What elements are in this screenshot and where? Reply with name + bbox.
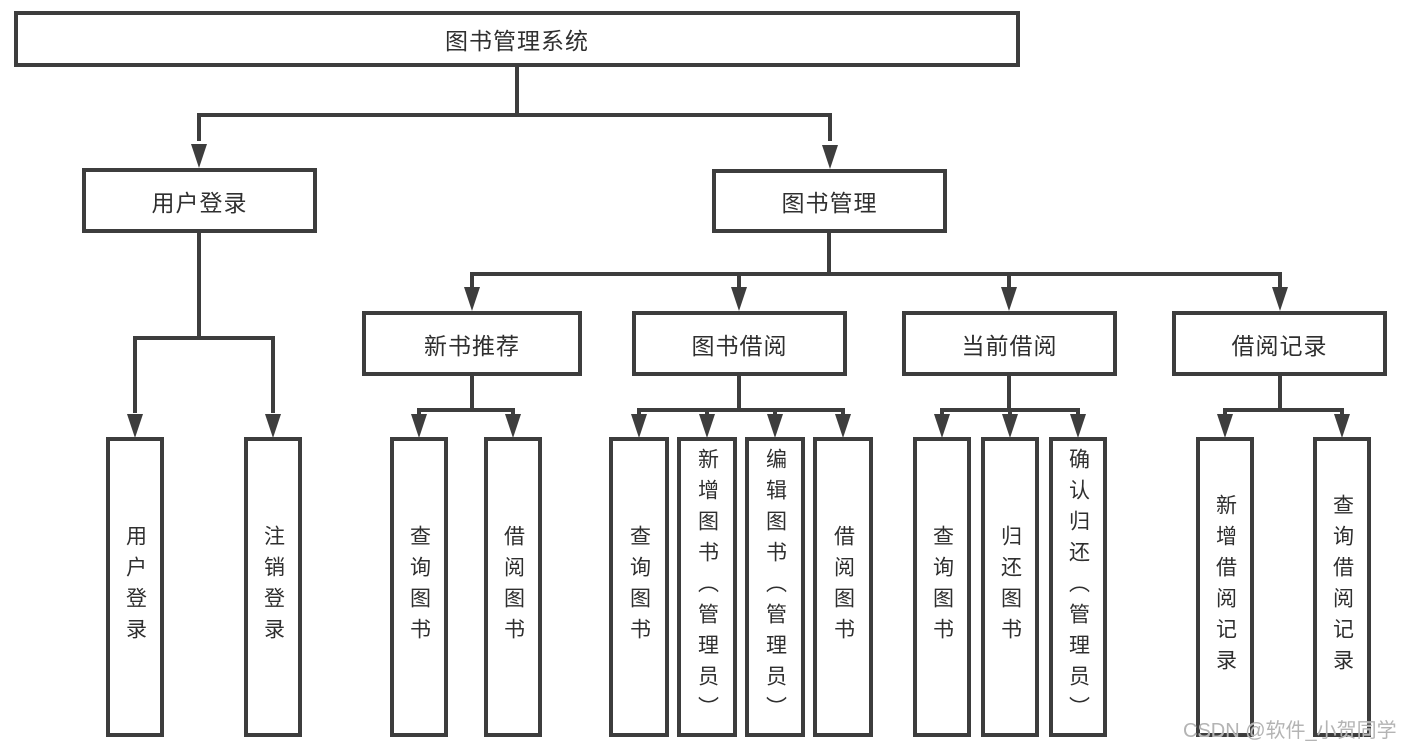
arrow-down-icon xyxy=(835,414,851,438)
connector-line xyxy=(417,408,421,416)
connector-line xyxy=(828,113,832,141)
connector-line xyxy=(470,272,1282,276)
leaf-label: 查询图书 xyxy=(930,525,954,649)
connector-line xyxy=(1007,272,1011,288)
connector-line xyxy=(773,408,777,416)
arrow-down-icon xyxy=(127,414,143,438)
connector-line xyxy=(1007,376,1011,410)
arrow-down-icon xyxy=(1002,414,1018,438)
leaf-add-borrow-record: 新增借阅记录 xyxy=(1196,437,1254,737)
node-borrowing-records: 借阅记录 xyxy=(1172,311,1387,376)
leaf-label: 新增图书（管理员） xyxy=(695,447,719,727)
connector-line xyxy=(827,233,831,276)
arrow-down-icon xyxy=(1272,287,1288,311)
node-label: 用户登录 xyxy=(151,189,248,216)
leaf-label: 归还图书 xyxy=(998,525,1022,649)
leaf-query-books-recommend: 查询图书 xyxy=(390,437,448,737)
connector-line xyxy=(133,336,137,413)
connector-line xyxy=(470,376,474,410)
node-book-borrowing: 图书借阅 xyxy=(632,311,847,376)
connector-line xyxy=(1008,408,1012,416)
connector-line xyxy=(1223,408,1227,416)
arrow-down-icon xyxy=(631,414,647,438)
node-label: 借阅记录 xyxy=(1231,332,1328,359)
leaf-borrow-books-recommend: 借阅图书 xyxy=(484,437,542,737)
connector-line xyxy=(417,408,515,412)
connector-line xyxy=(133,336,275,340)
leaf-query-books-current: 查询图书 xyxy=(913,437,971,737)
arrow-down-icon xyxy=(1070,414,1086,438)
leaf-label: 注销登录 xyxy=(261,525,285,649)
connector-line xyxy=(271,336,275,413)
node-label: 图书管理 xyxy=(781,190,878,216)
leaf-query-books-borrowing: 查询图书 xyxy=(609,437,669,737)
leaf-label: 查询借阅记录 xyxy=(1330,494,1354,680)
arrow-down-icon xyxy=(464,287,480,311)
arrow-down-icon xyxy=(934,414,950,438)
node-label: 图书借阅 xyxy=(691,332,788,359)
leaf-confirm-return-admin: 确认归还（管理员） xyxy=(1049,437,1107,737)
connector-line xyxy=(197,113,201,141)
connector-line xyxy=(1223,408,1344,412)
connector-line xyxy=(940,408,944,416)
leaf-add-book-admin: 新增图书（管理员） xyxy=(677,437,737,737)
leaf-edit-book-admin: 编辑图书（管理员） xyxy=(745,437,805,737)
connector-line xyxy=(197,233,201,338)
leaf-label: 借阅图书 xyxy=(831,525,855,649)
connector-line xyxy=(705,408,709,416)
leaf-label: 编辑图书（管理员） xyxy=(763,447,787,727)
arrow-down-icon xyxy=(1001,287,1017,311)
leaf-label: 查询图书 xyxy=(627,525,651,649)
arrow-down-icon xyxy=(731,287,747,311)
node-book-management: 图书管理 xyxy=(712,169,947,233)
connector-line xyxy=(1340,408,1344,416)
connector-line xyxy=(470,272,474,288)
connector-line xyxy=(1076,408,1080,416)
connector-line xyxy=(737,272,741,288)
leaf-return-books: 归还图书 xyxy=(981,437,1039,737)
node-label: 图书管理系统 xyxy=(445,28,589,54)
csdn-watermark: CSDN @软件_小贺同学 xyxy=(1183,720,1397,742)
arrow-down-icon xyxy=(411,414,427,438)
arrow-down-icon xyxy=(822,145,838,169)
node-label: 当前借阅 xyxy=(961,332,1058,359)
connector-line xyxy=(515,67,519,116)
leaf-label: 确认归还（管理员） xyxy=(1066,447,1090,727)
arrow-down-icon xyxy=(1334,414,1350,438)
connector-line xyxy=(511,408,515,416)
arrow-down-icon xyxy=(767,414,783,438)
node-label: 新书推荐 xyxy=(424,332,520,359)
connector-line xyxy=(1278,272,1282,288)
node-current-borrowing: 当前借阅 xyxy=(902,311,1117,376)
connector-line xyxy=(197,113,832,117)
node-new-book-recommendation: 新书推荐 xyxy=(362,311,582,376)
leaf-label: 查询图书 xyxy=(407,525,431,649)
arrow-down-icon xyxy=(265,414,281,438)
connector-line xyxy=(637,408,845,412)
leaf-label: 用户登录 xyxy=(123,525,147,649)
leaf-borrow-books-borrowing: 借阅图书 xyxy=(813,437,873,737)
connector-line xyxy=(1278,376,1282,410)
connector-line xyxy=(637,408,641,416)
arrow-down-icon xyxy=(505,414,521,438)
leaf-label: 借阅图书 xyxy=(501,525,525,649)
arrow-down-icon xyxy=(1217,414,1233,438)
connector-line xyxy=(841,408,845,416)
leaf-query-borrow-record: 查询借阅记录 xyxy=(1313,437,1371,737)
node-library-management-system: 图书管理系统 xyxy=(14,11,1020,67)
leaf-user-login: 用户登录 xyxy=(106,437,164,737)
node-user-login: 用户登录 xyxy=(82,168,317,233)
arrow-down-icon xyxy=(191,144,207,168)
arrow-down-icon xyxy=(699,414,715,438)
connector-line xyxy=(737,376,741,410)
leaf-label: 新增借阅记录 xyxy=(1213,494,1237,680)
leaf-logout: 注销登录 xyxy=(244,437,302,737)
